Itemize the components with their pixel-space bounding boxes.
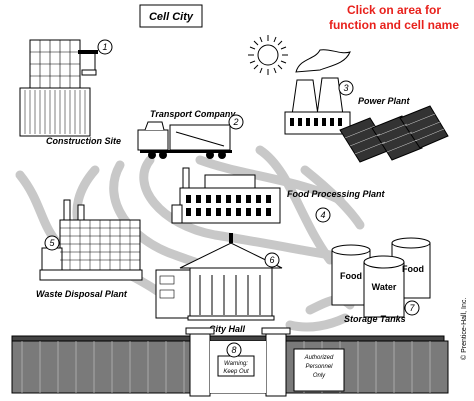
solar-panels bbox=[339, 105, 449, 163]
area-number-8: 8 bbox=[231, 345, 236, 355]
area-number-1: 1 bbox=[102, 42, 107, 52]
tank-food-label: Food bbox=[340, 271, 362, 281]
food-processing-plant-label: Food Processing Plant bbox=[287, 189, 386, 199]
storage-tanks-label: Storage Tanks bbox=[344, 314, 406, 324]
waste-disposal-plant-label: Waste Disposal Plant bbox=[36, 289, 128, 299]
copyright-text: © Prentice-Hall, Inc. bbox=[460, 298, 468, 360]
authorized-sign-line-1: Authorized bbox=[304, 355, 334, 361]
waste-disposal-plant-area[interactable]: 5 Waste Disposal Plant bbox=[36, 199, 143, 299]
power-plant-area[interactable]: Power Plant 3 bbox=[248, 35, 449, 163]
area-number-3: 3 bbox=[343, 83, 348, 93]
tank-food-label-2: Food bbox=[402, 264, 424, 274]
power-plant-label: Power Plant bbox=[358, 96, 411, 106]
authorized-sign-line-2: Personnel bbox=[305, 364, 333, 370]
fence-gate-area[interactable]: 8 Warning: Keep Out Authorized Personnel… bbox=[11, 327, 449, 397]
area-number-5: 5 bbox=[49, 238, 55, 248]
tank-water-label: Water bbox=[372, 282, 397, 292]
instruction-line-1: Click on area for bbox=[347, 3, 441, 17]
area-number-6: 6 bbox=[269, 255, 274, 265]
area-number-7: 7 bbox=[409, 303, 415, 313]
warning-sign-line-2: Keep Out bbox=[223, 369, 249, 375]
food-processing-plant-area[interactable]: Food Processing Plant 4 bbox=[171, 167, 386, 224]
authorized-sign-line-3: Only bbox=[313, 373, 326, 379]
transport-company-area[interactable]: Transport Company 2 bbox=[137, 109, 244, 159]
warning-sign-line-1: Warning: bbox=[224, 361, 248, 367]
storage-tanks-area[interactable]: Food Water Food 7 Storage Tanks bbox=[331, 237, 431, 324]
transport-company-label: Transport Company bbox=[150, 109, 236, 119]
area-number-2: 2 bbox=[232, 117, 238, 127]
page-title: Cell City bbox=[149, 11, 194, 23]
title-box: Cell City bbox=[139, 4, 203, 28]
instruction-line-2: function and cell name bbox=[329, 18, 459, 32]
construction-site-area[interactable]: 1 Construction Site bbox=[19, 39, 121, 146]
city-hall-label: City Hall bbox=[209, 324, 246, 334]
area-number-4: 4 bbox=[320, 210, 325, 220]
construction-site-label: Construction Site bbox=[46, 136, 121, 146]
sun-icon bbox=[248, 35, 288, 75]
city-hall-area[interactable]: 6 City Hall bbox=[155, 233, 283, 334]
